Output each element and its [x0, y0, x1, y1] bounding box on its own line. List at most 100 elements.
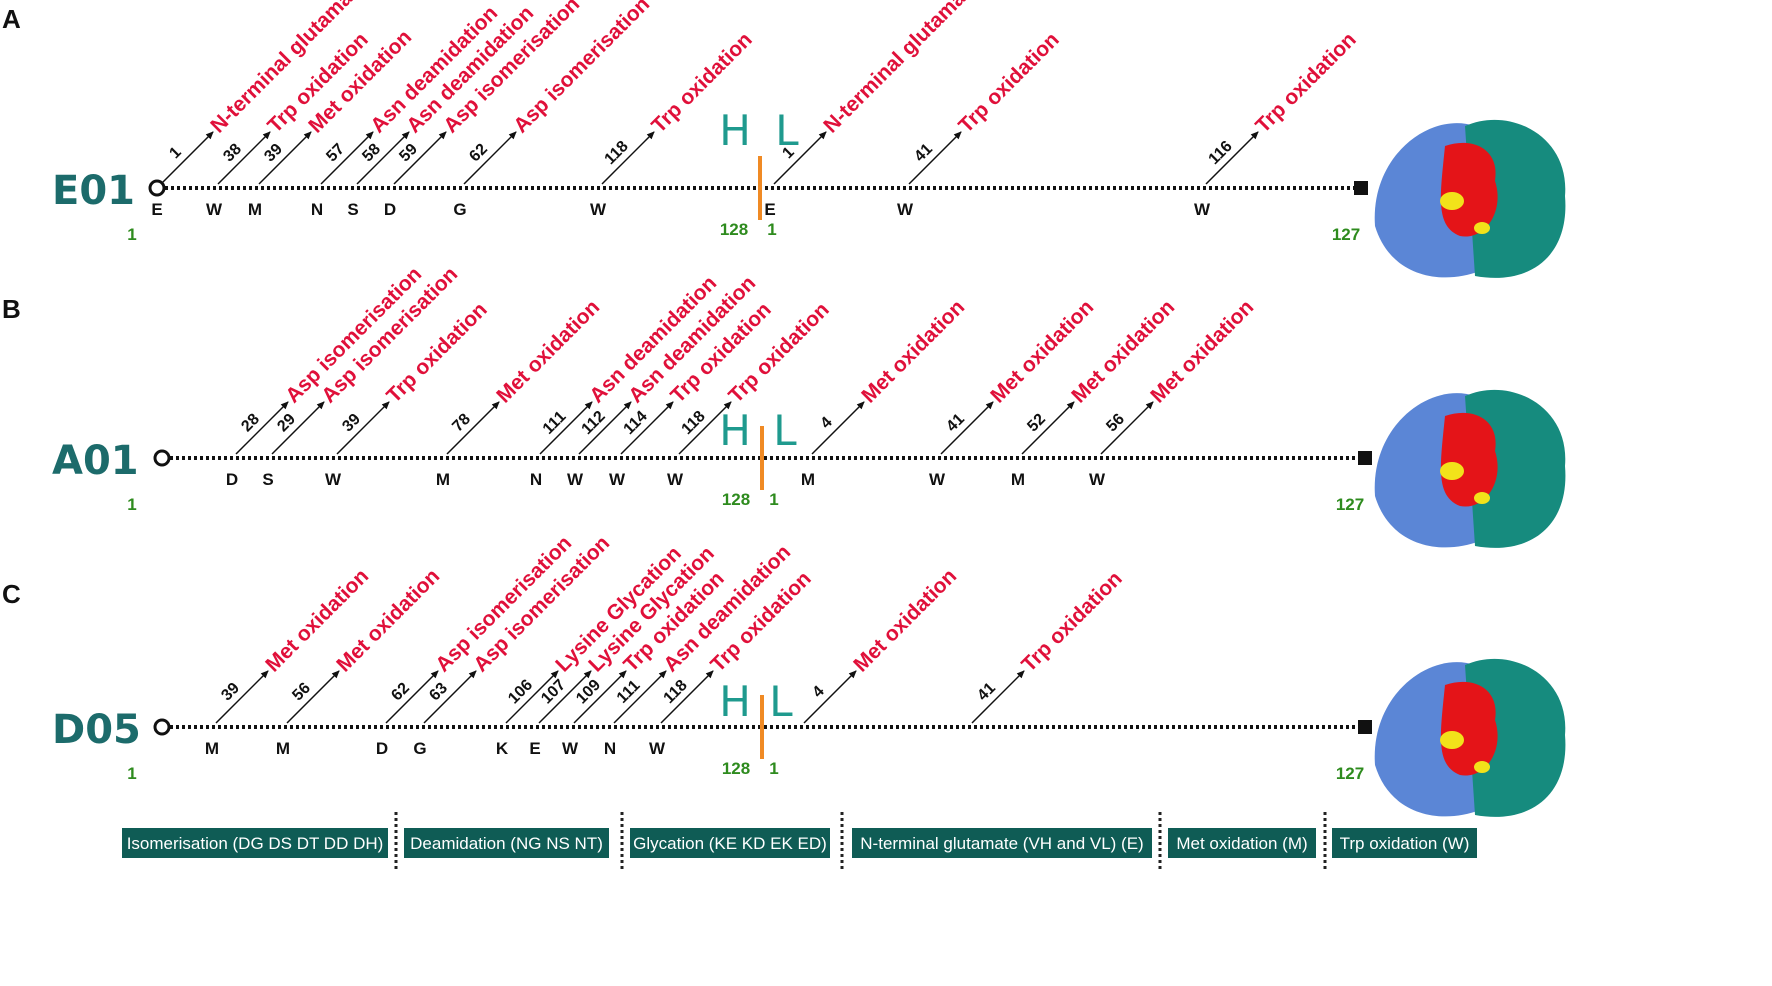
legend-item: Met oxidation (M) — [1168, 828, 1316, 858]
site-arrow — [578, 401, 632, 455]
residue-letter: M — [205, 739, 219, 758]
site-arrow — [971, 670, 1025, 724]
residue-letter: W — [1089, 470, 1106, 489]
n-terminus-circle — [148, 179, 166, 197]
light-start-number: 1 — [769, 490, 778, 509]
modification-label: Met oxidation — [849, 565, 961, 677]
panel-letter: C — [2, 579, 21, 609]
site-arrow — [336, 401, 390, 455]
residue-letter: E — [529, 739, 540, 758]
site-arrow — [811, 401, 865, 455]
liability-yellow-patch — [1440, 462, 1464, 480]
position-number: 118 — [679, 408, 709, 438]
position-number: 109 — [573, 676, 604, 707]
heavy-start-number: 1 — [127, 225, 136, 244]
legend-label: Deamidation (NG NS NT) — [410, 834, 603, 853]
residue-letter: D — [226, 470, 238, 489]
site-arrow — [271, 401, 325, 455]
residue-letter: D — [384, 200, 396, 219]
legend-label: Glycation (KE KD EK ED) — [633, 834, 827, 853]
position-number: 111 — [614, 677, 644, 707]
site-arrow — [356, 131, 410, 185]
liability-yellow-patch — [1440, 192, 1464, 210]
legend-box — [852, 828, 1152, 858]
position-number: 1 — [166, 144, 184, 162]
residue-letter: D — [376, 739, 388, 758]
residue-letter: M — [276, 739, 290, 758]
modification-label: Trp oxidation — [724, 298, 833, 407]
modification-label: Trp oxidation — [954, 28, 1063, 137]
protein-structure-image — [1374, 658, 1566, 817]
site-arrow — [601, 131, 655, 185]
antibody-name: D05 — [52, 707, 141, 753]
site-arrow — [539, 401, 593, 455]
site-arrow — [573, 670, 627, 724]
residue-letter: W — [897, 200, 914, 219]
residue-letter: M — [1011, 470, 1025, 489]
residue-letter: G — [413, 739, 426, 758]
panel-letter: B — [2, 294, 21, 324]
site-arrow — [660, 670, 714, 724]
residue-letter: W — [929, 470, 946, 489]
site-arrow — [1021, 401, 1075, 455]
position-number: 106 — [505, 676, 536, 707]
legend-label: N-terminal glutamate (VH and VL) (E) — [860, 834, 1143, 853]
light-chain-label: L — [769, 677, 793, 726]
position-number: 112 — [579, 408, 609, 438]
site-arrow — [393, 131, 447, 185]
residue-letter: S — [347, 200, 358, 219]
legend-label: Isomerisation (DG DS DT DD DH) — [127, 834, 384, 853]
site-arrow — [1100, 401, 1154, 455]
legend-item: Glycation (KE KD EK ED) — [630, 828, 830, 858]
site-arrow — [258, 131, 312, 185]
legend-item: Deamidation (NG NS NT) — [404, 828, 609, 858]
modification-label: Met oxidation — [857, 296, 969, 408]
legend-item: Trp oxidation (W) — [1332, 828, 1477, 858]
liability-yellow-patch — [1474, 492, 1490, 504]
legend-box — [1332, 828, 1477, 858]
liability-red-patch — [1440, 142, 1498, 237]
site-arrow — [217, 131, 271, 185]
site-arrow — [423, 670, 477, 724]
site-arrow — [235, 401, 289, 455]
residue-letter: W — [1194, 200, 1211, 219]
c-terminus-square — [1358, 451, 1372, 465]
site-arrow — [463, 131, 517, 185]
residue-letter: W — [206, 200, 223, 219]
modification-label: Trp oxidation — [1251, 28, 1360, 137]
legend-box — [630, 828, 830, 858]
legend-box — [404, 828, 609, 858]
residue-letter: S — [262, 470, 273, 489]
site-arrow — [320, 131, 374, 185]
legend-item: N-terminal glutamate (VH and VL) (E) — [852, 828, 1152, 858]
position-number: 111 — [540, 408, 570, 438]
residue-letter: W — [562, 739, 579, 758]
site-arrow — [940, 401, 994, 455]
panel-letter: A — [2, 4, 21, 34]
site-arrow — [678, 401, 732, 455]
antibody-name: E01 — [52, 168, 135, 214]
heavy-end-number: 128 — [722, 759, 750, 778]
light-end-number: 127 — [1336, 495, 1364, 514]
n-terminus-circle — [153, 718, 171, 736]
site-arrow — [538, 670, 592, 724]
residue-letter: W — [609, 470, 626, 489]
protein-structure-image — [1374, 119, 1566, 278]
site-arrow — [505, 670, 559, 724]
heavy-chain-label: H — [719, 677, 751, 726]
site-arrow — [385, 670, 439, 724]
site-arrow — [446, 401, 500, 455]
residue-letter: G — [453, 200, 466, 219]
position-number: 4 — [817, 414, 835, 432]
heavy-end-number: 128 — [722, 490, 750, 509]
residue-letter: M — [436, 470, 450, 489]
site-arrow — [286, 670, 340, 724]
heavy-chain-label: H — [719, 106, 751, 155]
residue-letter: E — [151, 200, 162, 219]
